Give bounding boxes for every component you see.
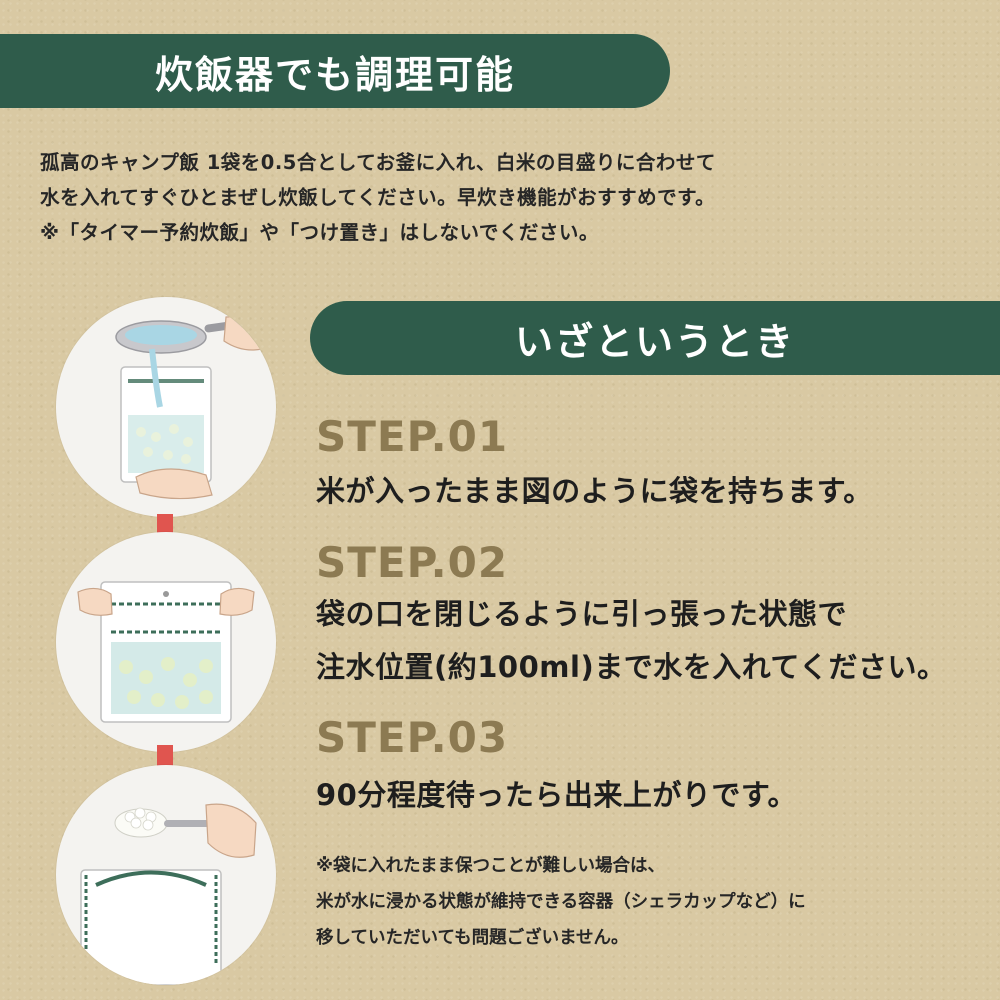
note-line: ※袋に入れたまま保つことが難しい場合は、 <box>316 856 665 876</box>
step1-text: 米が入ったまま図のように袋を持ちます。 <box>316 474 873 508</box>
step2-label: STEP.02 <box>316 538 509 587</box>
step2-illustration <box>56 532 276 752</box>
cooker-banner-title: 炊飯器でも調理可能 <box>154 52 515 97</box>
step3-label: STEP.03 <box>316 713 509 762</box>
intro-line: 孤高のキャンプ飯 1袋を0.5合としてお釜に入れ、白米の目盛りに合わせて <box>40 151 716 174</box>
cooker-banner: 炊飯器でも調理可能 <box>0 34 670 108</box>
step2-text-line1: 袋の口を閉じるように引っ張った状態で <box>316 597 848 631</box>
note-line: 移していただいても問題ございません。 <box>316 928 629 948</box>
emergency-banner-title: いざというとき <box>514 319 795 364</box>
step3-text: 90分程度待ったら出来上がりです。 <box>316 778 797 812</box>
intro-line: 水を入れてすぐひとまぜし炊飯してください。早炊き機能がおすすめです。 <box>40 186 716 209</box>
intro-line: ※「タイマー予約炊飯」や「つけ置き」はしないでください。 <box>40 221 599 244</box>
step1-label: STEP.01 <box>316 412 509 461</box>
note-line: 米が水に浸かる状態が維持できる容器（シェラカップなど）に <box>316 892 806 912</box>
step3-illustration <box>56 765 276 985</box>
note-text: ※袋に入れたまま保つことが難しい場合は、 米が水に浸かる状態が維持できる容器（シ… <box>316 848 806 956</box>
emergency-banner: いざというとき <box>310 301 1000 375</box>
intro-text: 孤高のキャンプ飯 1袋を0.5合としてお釜に入れ、白米の目盛りに合わせて 水を入… <box>40 145 970 250</box>
step2-text-line2: 注水位置(約100ml)まで水を入れてください。 <box>316 650 947 684</box>
step1-illustration <box>56 297 276 517</box>
